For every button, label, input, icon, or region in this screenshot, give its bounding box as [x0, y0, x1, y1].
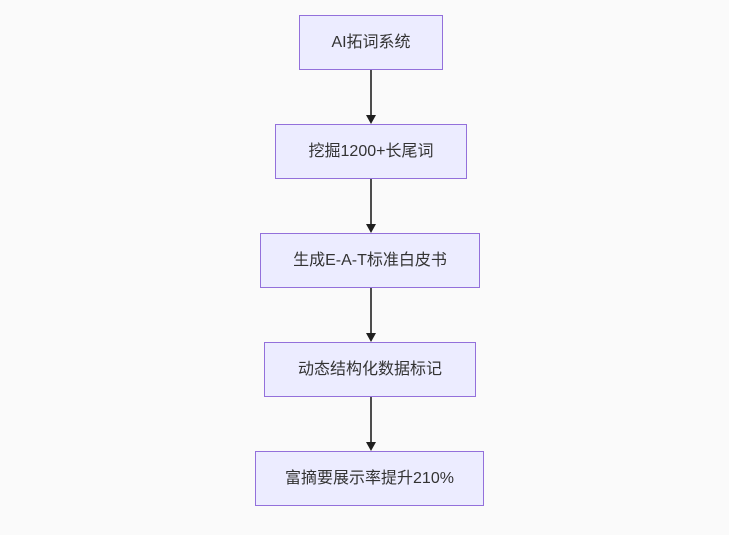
edge-node3-node4: [365, 288, 377, 342]
edge-line: [370, 288, 372, 333]
edge-line: [370, 179, 372, 224]
arrowhead-down-icon: [366, 115, 376, 124]
flowchart-node-rich-snippet-result: 富摘要展示率提升210%: [255, 451, 484, 506]
node-label: 动态结构化数据标记: [297, 360, 442, 378]
flowchart-node-ai-word-expansion: AI拓词系统: [299, 15, 443, 70]
flowchart-node-structured-data-markup: 动态结构化数据标记: [264, 342, 476, 397]
edge-line: [370, 397, 372, 442]
node-label: 富摘要展示率提升210%: [285, 469, 454, 487]
arrowhead-down-icon: [366, 333, 376, 342]
flowchart-node-eat-whitepaper: 生成E-A-T标准白皮书: [260, 233, 480, 288]
edge-line: [370, 70, 372, 115]
edge-node4-node5: [365, 397, 377, 451]
edge-node1-node2: [365, 70, 377, 124]
arrowhead-down-icon: [366, 224, 376, 233]
edge-node2-node3: [365, 179, 377, 233]
flowchart-node-longtail-mining: 挖掘1200+长尾词: [275, 124, 467, 179]
node-label: 生成E-A-T标准白皮书: [293, 251, 447, 269]
node-label: 挖掘1200+长尾词: [308, 142, 434, 160]
arrowhead-down-icon: [366, 442, 376, 451]
node-label: AI拓词系统: [331, 33, 411, 51]
